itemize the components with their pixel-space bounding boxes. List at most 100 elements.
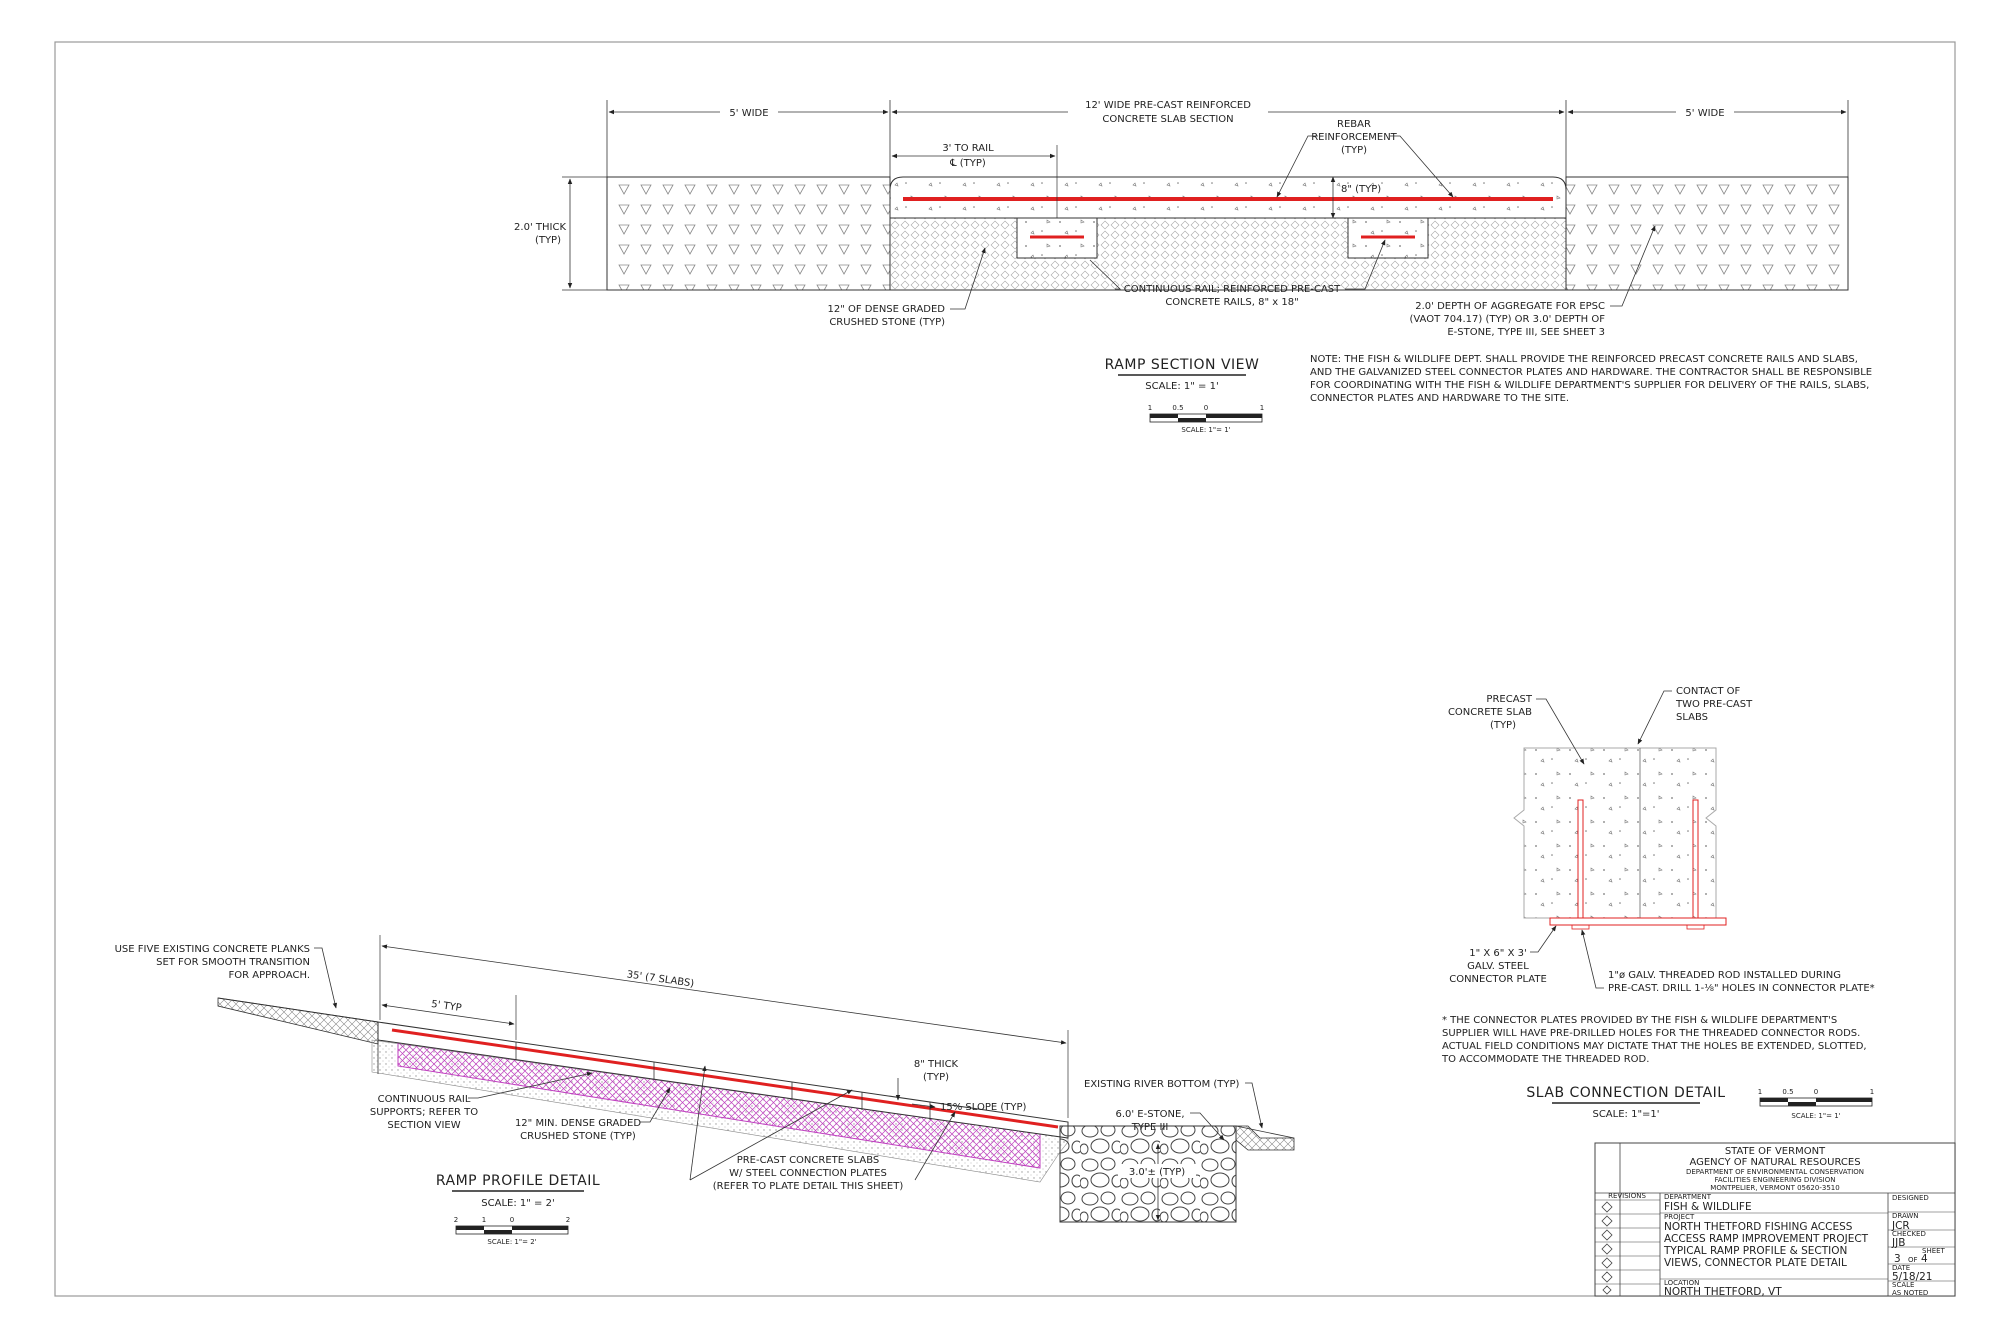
ramp-section-view: 5' WIDE 12' WIDE PRE-CAST REINFORCED CON… [514, 98, 1872, 434]
rod-label-2: PRE-CAST. DRILL 1-⅛" HOLES IN CONNECTOR … [1608, 983, 1875, 994]
tb-agency: AGENCY OF NATURAL RESOURCES [1689, 1157, 1860, 1168]
svg-text:0.5: 0.5 [1782, 1088, 1793, 1096]
svg-text:1: 1 [1260, 404, 1264, 412]
agg-label-1: 2.0' DEPTH OF AGGREGATE FOR EPSC [1415, 301, 1605, 312]
typ-5-label: 5' TYP [430, 999, 462, 1014]
tb-project-2: ACCESS RAMP IMPROVEMENT PROJECT [1664, 1233, 1869, 1245]
crushed-stone-layer [889, 217, 1567, 291]
profile-thick-label-1: 8" THICK [914, 1059, 959, 1070]
rebar-label-3: (TYP) [1341, 145, 1367, 156]
tb-project-1: NORTH THETFORD FISHING ACCESS [1664, 1221, 1853, 1233]
cont-rail-label-2: CONCRETE RAILS, 8" x 18" [1165, 297, 1298, 308]
section-note-2: AND THE GALVANIZED STEEL CONNECTOR PLATE… [1310, 367, 1872, 378]
connection-title: SLAB CONNECTION DETAIL [1526, 1085, 1725, 1101]
svg-text:SCALE: 1"= 1': SCALE: 1"= 1' [1791, 1112, 1840, 1120]
slope-label: 15% SLOPE (TYP) [940, 1102, 1027, 1113]
section-scale: SCALE: 1" = 1' [1145, 381, 1218, 392]
tb-checked-label: CHECKED [1892, 1230, 1926, 1238]
left-aggregate-block [606, 176, 891, 291]
contact-label-3: SLABS [1676, 712, 1708, 723]
tb-sheet-of: OF [1908, 1256, 1918, 1264]
tb-scale: AS NOTED [1892, 1289, 1928, 1297]
plate-label-2: GALV. STEEL [1467, 961, 1529, 972]
dim-right-label: 5' WIDE [1685, 108, 1724, 119]
agg-label-2: (VAOT 704.17) (TYP) OR 3.0' DEPTH OF [1409, 314, 1605, 325]
agg-label-3: E-STONE, TYPE III, SEE SHEET 3 [1447, 327, 1605, 338]
cont-supports-label-3: SECTION VIEW [387, 1120, 460, 1131]
ramp-profile-detail: 35' (7 SLABS) 5' TYP USE FIVE EXISTING C… [115, 935, 1295, 1246]
tb-revisions: REVISIONS [1608, 1192, 1646, 1200]
planks-label-2: SET FOR SMOOTH TRANSITION [156, 957, 310, 968]
estone-label-2: TYPE III [1131, 1122, 1169, 1133]
tb-location: NORTH THETFORD, VT [1664, 1286, 1782, 1298]
precast-label-3: (TYP) [1490, 720, 1516, 731]
connection-note-4: TO ACCOMMODATE THE THREADED ROD. [1441, 1054, 1649, 1065]
connection-scale-bar: 1 0.5 0 1 SCALE: 1"= 1' [1758, 1088, 1874, 1120]
planks-label-3: FOR APPROACH. [229, 970, 310, 981]
profile-rebar [391, 1028, 1059, 1129]
tb-designed-label: DESIGNED [1892, 1194, 1929, 1202]
plate-label-3: CONNECTOR PLATE [1449, 974, 1547, 985]
right-aggregate-block [1565, 176, 1849, 291]
tb-drawn: JCR [1891, 1220, 1910, 1232]
planks-label-1: USE FIVE EXISTING CONCRETE PLANKS [115, 944, 310, 955]
contact-label-1: CONTACT OF [1676, 686, 1740, 697]
tb-sheet-total: 4 [1921, 1253, 1928, 1265]
sheet-border [54, 41, 1956, 1297]
tb-project-3: TYPICAL RAMP PROFILE & SECTION [1663, 1245, 1847, 1257]
section-scale-bar: 1 0.5 0 1 SCALE: 1"= 1' [1148, 404, 1264, 434]
tb-checked: JJB [1891, 1237, 1905, 1249]
profile-scale: SCALE: 1" = 2' [481, 1198, 554, 1209]
plate-label-1: 1" X 6" X 3' [1469, 948, 1526, 959]
tb-department: FISH & WILDLIFE [1664, 1201, 1752, 1213]
connection-scale: SCALE: 1"=1' [1592, 1109, 1659, 1120]
profile-thick-label-2: (TYP) [923, 1072, 949, 1083]
slab-connection-detail: PRECAST CONCRETE SLAB (TYP) CONTACT OF T… [1441, 686, 1875, 1120]
svg-text:0: 0 [1204, 404, 1208, 412]
svg-text:2: 2 [454, 1216, 458, 1224]
connector-plate [1549, 917, 1727, 926]
profile-scale-bar: 2 1 0 2 SCALE: 1"= 2' [454, 1216, 570, 1246]
section-title: RAMP SECTION VIEW [1105, 357, 1260, 373]
svg-text:0: 0 [510, 1216, 514, 1224]
connection-note-1: * THE CONNECTOR PLATES PROVIDED BY THE F… [1442, 1015, 1837, 1026]
dim-center-label-2: CONCRETE SLAB SECTION [1102, 114, 1233, 125]
svg-text:0: 0 [1814, 1088, 1818, 1096]
connection-slabs [1513, 747, 1717, 919]
connection-note-3: ACTUAL FIELD CONDITIONS MAY DICTATE THAT… [1442, 1041, 1867, 1052]
cont-supports-label-2: SUPPORTS; REFER TO [370, 1107, 478, 1118]
profile-stone-label-2: CRUSHED STONE (TYP) [520, 1131, 636, 1142]
thick-label-2: (TYP) [535, 235, 561, 246]
precast-label-2: CONCRETE SLAB [1448, 707, 1532, 718]
section-stone-label-1: 12" OF DENSE GRADED [828, 304, 946, 315]
rail-label-2: ℄ (TYP) [949, 158, 986, 169]
cont-rail-label-1: CONTINUOUS RAIL; REINFORCED PRE-CAST [1124, 284, 1341, 295]
precast-label-1: PRECAST [1486, 694, 1532, 705]
dim-5-line [381, 1003, 515, 1026]
section-note-1: NOTE: THE FISH & WILDLIFE DEPT. SHALL PR… [1310, 354, 1858, 365]
svg-text:SCALE: 1"= 2': SCALE: 1"= 2' [487, 1238, 536, 1246]
dim-left-label: 5' WIDE [729, 108, 768, 119]
precast-slab [889, 176, 1567, 290]
river-bottom [1235, 1125, 1295, 1151]
rebar-label-2: REINFORCEMENT [1311, 132, 1397, 143]
tb-sheet: 3 [1894, 1253, 1901, 1265]
tb-scale-label: SCALE [1892, 1281, 1914, 1289]
title-block: STATE OF VERMONT AGENCY OF NATURAL RESOU… [1594, 1142, 1956, 1298]
slabs-label-3: (REFER TO PLATE DETAIL THIS SHEET) [713, 1181, 904, 1192]
tb-address: MONTPELIER, VERMONT 05620-3510 [1710, 1184, 1839, 1192]
rail-label-1: 3' TO RAIL [942, 143, 994, 154]
tb-drawn-label: DRAWN [1892, 1212, 1919, 1220]
profile-title: RAMP PROFILE DETAIL [436, 1173, 600, 1189]
svg-text:0.5: 0.5 [1172, 404, 1183, 412]
tb-department-label: DEPARTMENT [1664, 1193, 1712, 1201]
rod-label-1: 1"ø GALV. THREADED ROD INSTALLED DURING [1608, 970, 1841, 981]
svg-text:1: 1 [1870, 1088, 1874, 1096]
slab-thick-label: 8" (TYP) [1341, 184, 1381, 195]
connection-note-2: SUPPLIER WILL HAVE PRE-DRILLED HOLES FOR… [1442, 1028, 1860, 1039]
section-stone-label-2: CRUSHED STONE (TYP) [829, 317, 945, 328]
tb-dept: DEPARTMENT OF ENVIRONMENTAL CONSERVATION [1686, 1168, 1864, 1176]
slabs-label-2: W/ STEEL CONNECTION PLATES [729, 1168, 887, 1179]
approach-planks [217, 997, 379, 1045]
dim-35-line [381, 944, 1067, 1045]
